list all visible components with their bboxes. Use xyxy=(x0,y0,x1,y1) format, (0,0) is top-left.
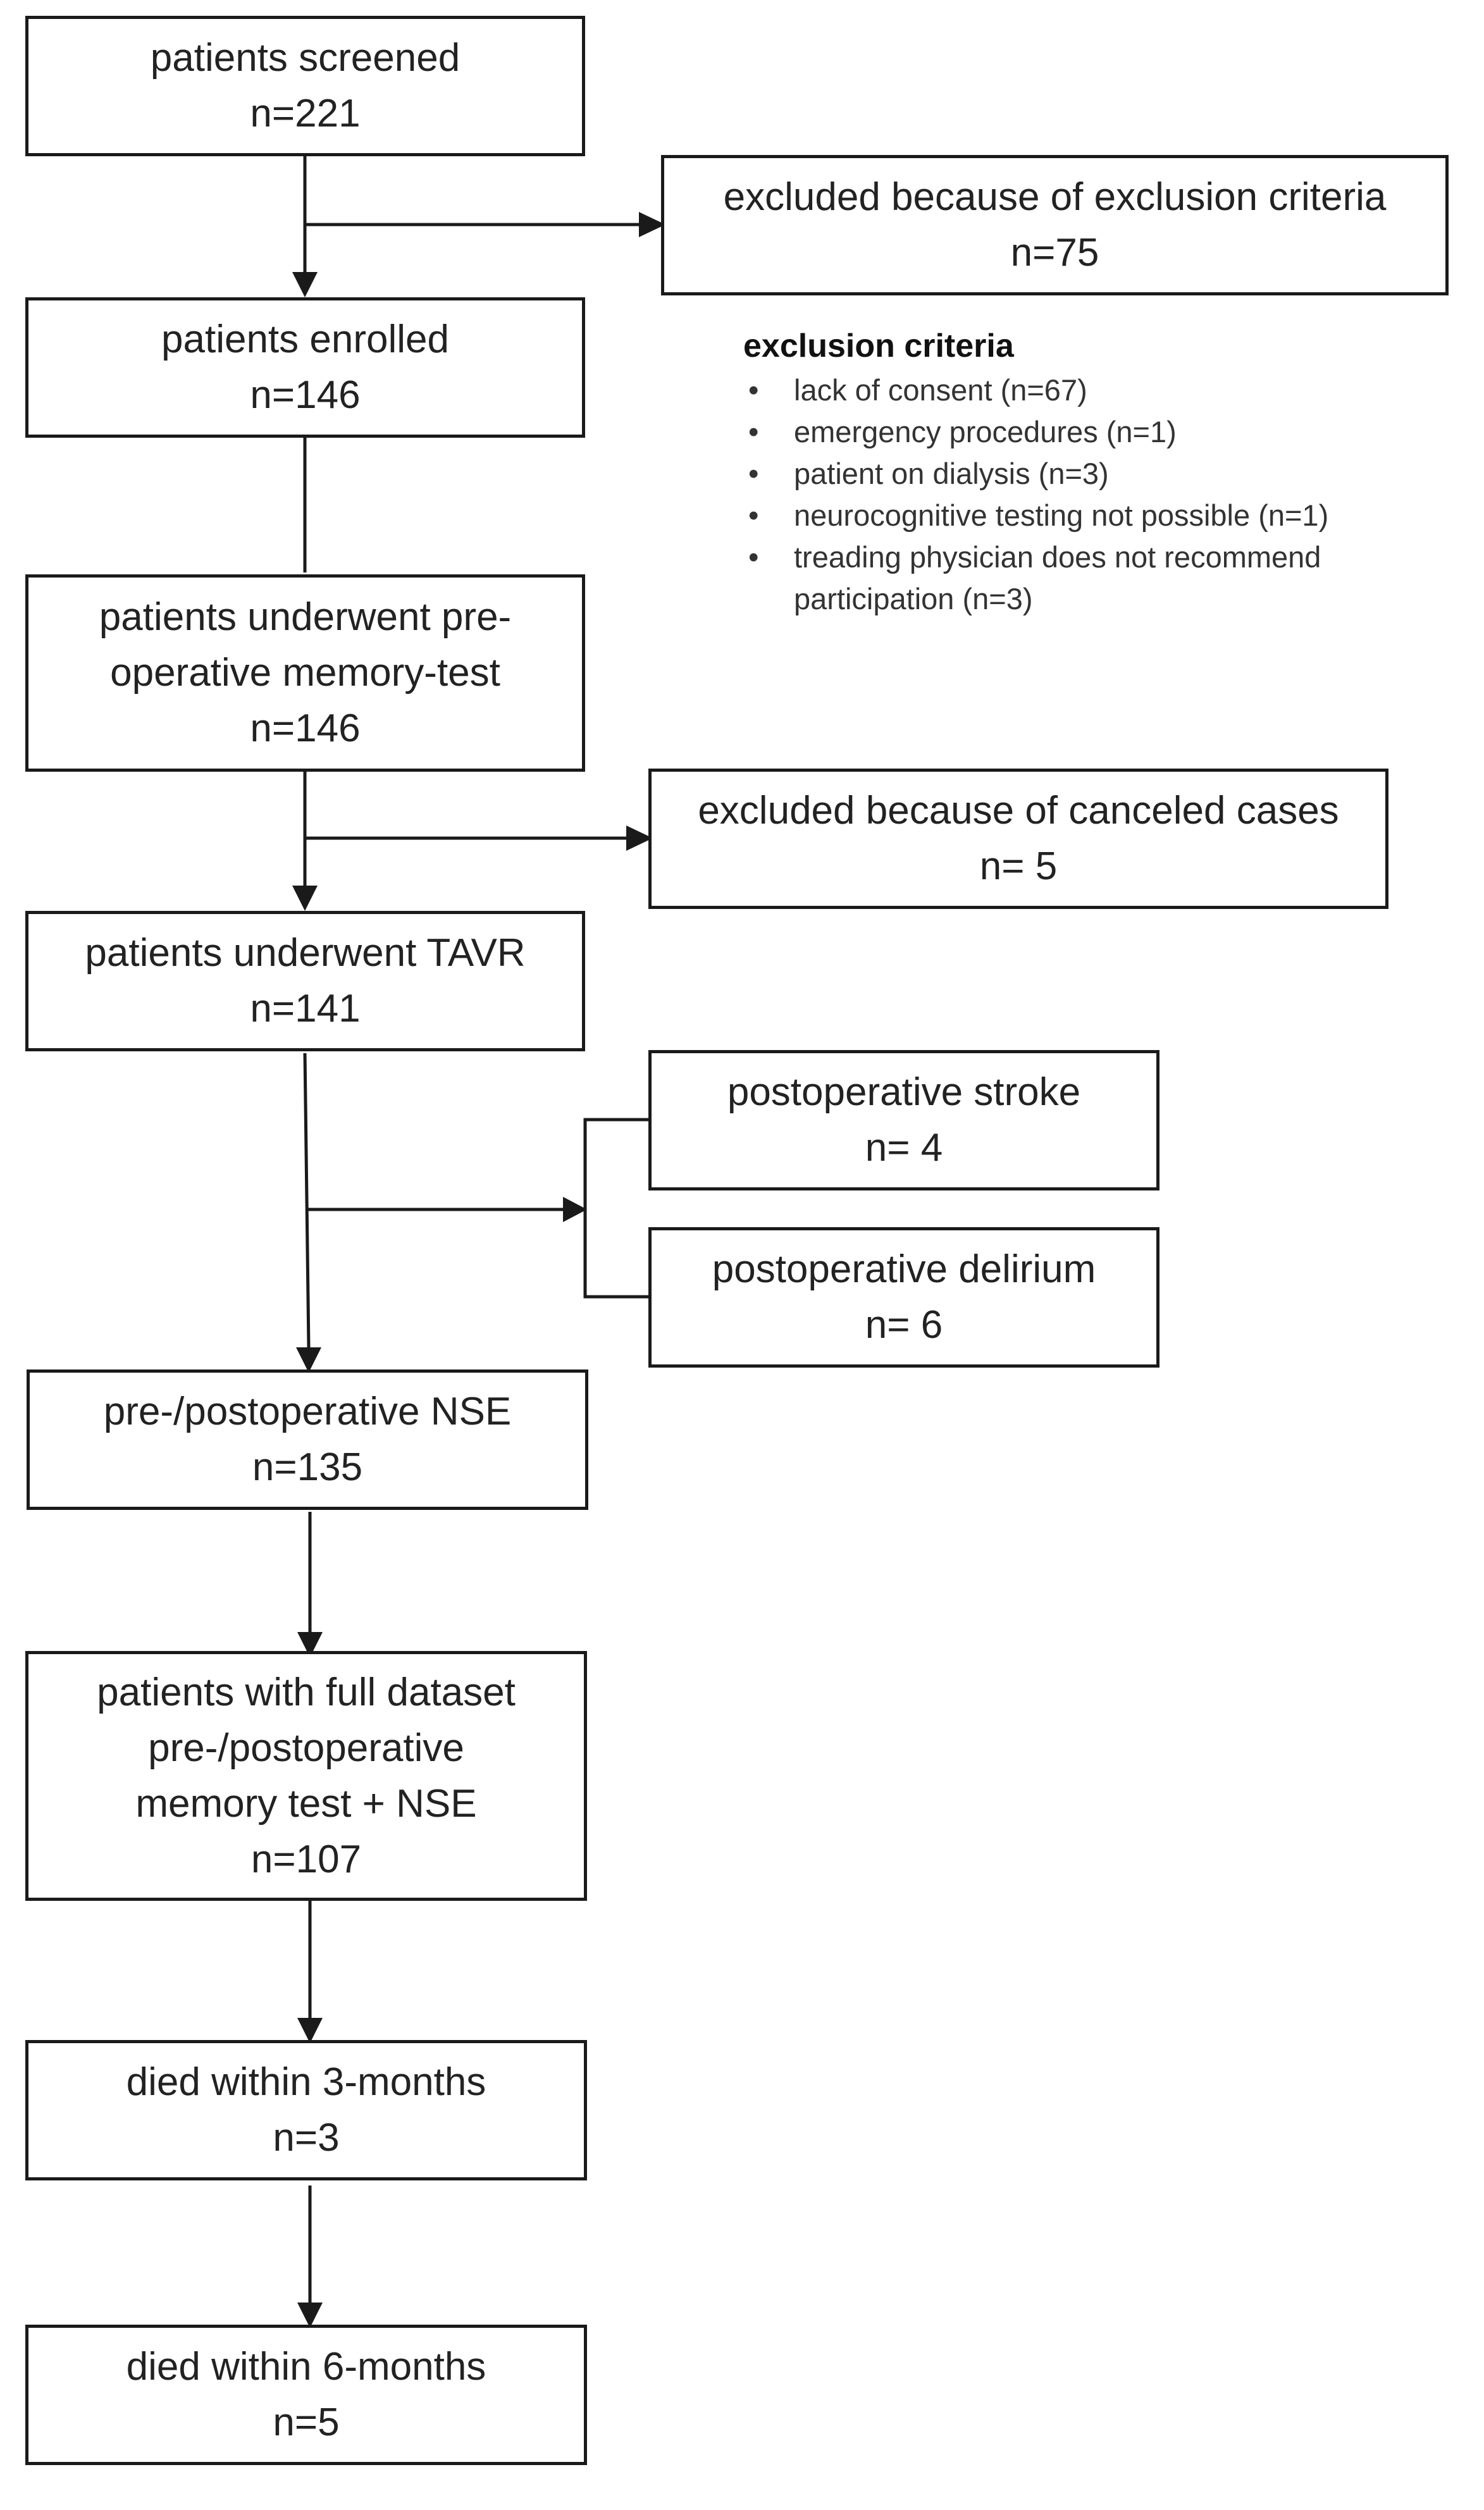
box-excluded-criteria: excluded because of exclusion criteria n… xyxy=(661,155,1449,295)
arrowhead-full xyxy=(297,1632,323,1657)
bracket-stroke-delirium xyxy=(583,1118,652,1299)
full-dataset-label-1: patients with full dataset xyxy=(97,1670,516,1714)
enrolled-count: n=146 xyxy=(250,373,361,417)
criteria-item: •neurocognitive testing not possible (n=… xyxy=(743,495,1452,536)
full-dataset-label-3: memory test + NSE xyxy=(135,1781,477,1826)
delirium-label: postoperative delirium xyxy=(712,1247,1096,1291)
box-tavr: patients underwent TAVR n=141 xyxy=(25,911,585,1051)
arrowhead-enrolled xyxy=(292,272,318,297)
canceled-label: excluded because of canceled cases xyxy=(698,789,1339,832)
box-patients-screened: patients screened n=221 xyxy=(25,16,585,156)
box-postoperative-stroke: postoperative stroke n= 4 xyxy=(648,1050,1159,1190)
died6-count: n=5 xyxy=(273,2401,340,2444)
nse-count: n=135 xyxy=(252,1445,363,1489)
box-died-6-months: died within 6-months n=5 xyxy=(25,2325,587,2465)
excluded-criteria-count: n=75 xyxy=(1010,231,1099,275)
nse-label: pre-/postoperative NSE xyxy=(103,1390,512,1433)
box-patients-enrolled: patients enrolled n=146 xyxy=(25,297,585,438)
died3-count: n=3 xyxy=(273,2116,340,2160)
box-nse: pre-/postoperative NSE n=135 xyxy=(27,1369,588,1510)
bullet-icon: • xyxy=(748,415,759,448)
tavr-label: patients underwent TAVR xyxy=(85,931,526,975)
criteria-item: •patient on dialysis (n=3) xyxy=(743,453,1452,495)
box-postoperative-delirium: postoperative delirium n= 6 xyxy=(648,1227,1159,1368)
exclusion-criteria-title: exclusion criteria xyxy=(743,328,1014,364)
bullet-icon: • xyxy=(748,540,759,574)
delirium-count: n= 6 xyxy=(865,1303,943,1347)
arrowhead-canceled xyxy=(626,825,653,851)
criteria-item: •emergency procedures (n=1) xyxy=(743,411,1452,453)
screened-count: n=221 xyxy=(250,92,361,135)
arrowhead-died3 xyxy=(297,2018,323,2043)
tavr-count: n=141 xyxy=(250,987,361,1030)
arrowhead-tavr xyxy=(292,886,318,911)
bullet-icon: • xyxy=(748,373,759,407)
box-excluded-canceled: excluded because of canceled cases n= 5 xyxy=(648,769,1388,909)
bullet-icon: • xyxy=(748,457,759,490)
excluded-criteria-label: excluded because of exclusion criteria xyxy=(723,175,1387,219)
stroke-label: postoperative stroke xyxy=(727,1070,1081,1114)
canceled-count: n= 5 xyxy=(979,844,1058,888)
died6-label: died within 6-months xyxy=(126,2345,486,2389)
full-dataset-label-2: pre-/postoperative xyxy=(148,1726,464,1770)
box-memory-test: patients underwent pre- operative memory… xyxy=(25,574,585,772)
arrowhead-excluded-criteria xyxy=(639,212,665,237)
memory-test-label-1: patients underwent pre- xyxy=(99,595,512,639)
arrowhead-bracket xyxy=(563,1197,587,1222)
exclusion-criteria-list: exclusion criteria •lack of consent (n=6… xyxy=(743,323,1452,620)
criteria-item: •lack of consent (n=67) xyxy=(743,369,1452,411)
memory-test-count: n=146 xyxy=(250,707,361,750)
box-full-dataset: patients with full dataset pre-/postoper… xyxy=(25,1651,587,1901)
memory-test-label-2: operative memory-test xyxy=(110,651,500,695)
arrowhead-died6 xyxy=(297,2303,323,2328)
criteria-item: •treading physician does not recommend p… xyxy=(743,536,1401,620)
arrowhead-nse xyxy=(296,1347,321,1373)
connector-tavr-nse xyxy=(303,1053,311,1348)
died3-label: died within 3-months xyxy=(126,2060,486,2104)
bullet-icon: • xyxy=(748,498,759,532)
full-dataset-count: n=107 xyxy=(250,1837,362,1881)
stroke-count: n= 4 xyxy=(865,1126,943,1170)
screened-label: patients screened xyxy=(150,36,461,80)
box-died-3-months: died within 3-months n=3 xyxy=(25,2040,587,2180)
enrolled-label: patients enrolled xyxy=(161,318,449,361)
